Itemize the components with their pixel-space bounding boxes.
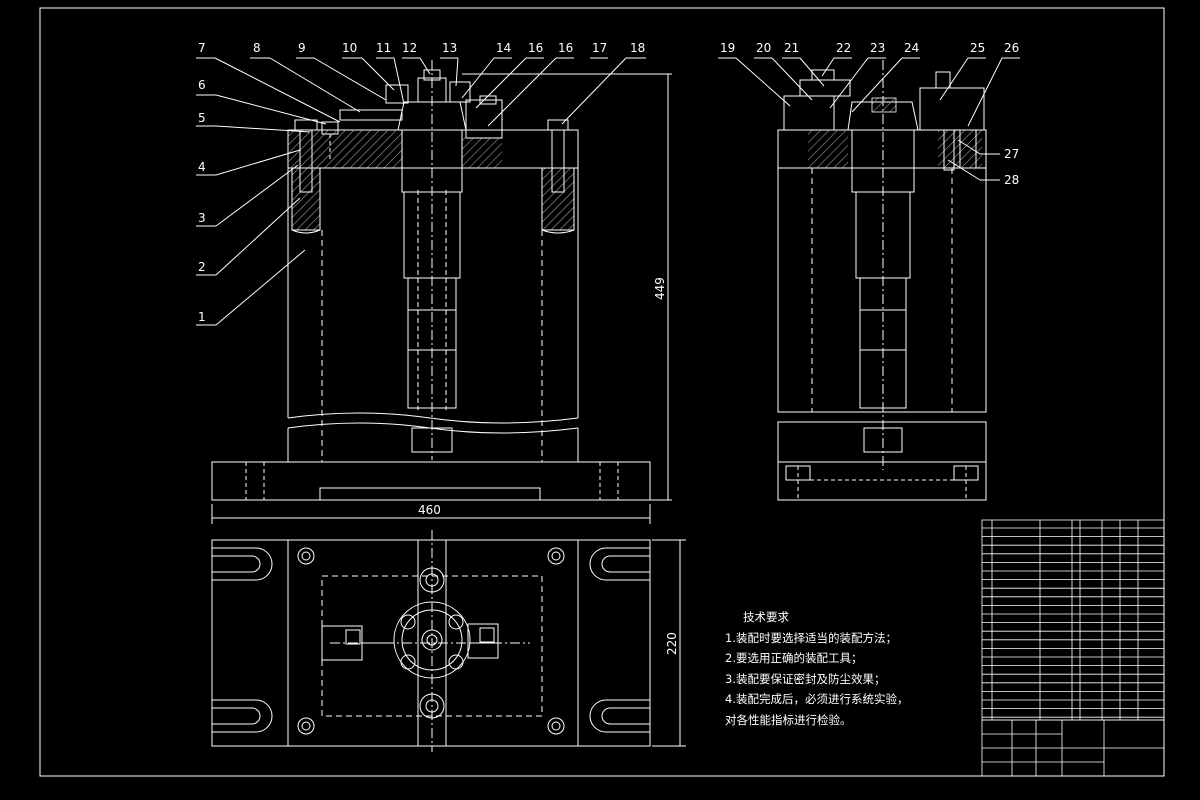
front-leaders xyxy=(196,57,672,524)
part-label: 16 xyxy=(528,41,543,55)
part-label: 3 xyxy=(198,211,206,225)
side-label-texts: 19 20 21 22 23 24 25 26 27 28 xyxy=(720,41,1019,187)
part-label: 10 xyxy=(342,41,357,55)
part-label: 17 xyxy=(592,41,607,55)
part-label: 21 xyxy=(784,41,799,55)
part-label: 11 xyxy=(376,41,391,55)
depth-dimension: 220 xyxy=(665,632,679,655)
side-hatch xyxy=(871,97,897,113)
part-label: 6 xyxy=(198,78,206,92)
parts-list-rows xyxy=(982,527,1164,718)
part-label: 12 xyxy=(402,41,417,55)
part-label: 13 xyxy=(442,41,457,55)
side-leaders xyxy=(718,57,1020,181)
part-label: 18 xyxy=(630,41,645,55)
tech-note-item: 2.要选用正确的装配工具； xyxy=(725,651,863,665)
tech-note-item: 4.装配完成后，必须进行系统实验， xyxy=(725,692,909,706)
side-view xyxy=(777,60,987,501)
technical-requirements: 技术要求 1.装配时要选择适当的装配方法； 2.要选用正确的装配工具； 3.装配… xyxy=(725,607,965,730)
part-label: 4 xyxy=(198,160,206,174)
part-label: 1 xyxy=(198,310,206,324)
part-label: 2 xyxy=(198,260,206,274)
part-label: 9 xyxy=(298,41,306,55)
tech-note-item: 1.装配时要选择适当的装配方法； xyxy=(725,630,897,645)
tech-note-item: 3.装配要保证密封及防尘效果； xyxy=(725,671,886,686)
tech-notes-title: 技术要求 xyxy=(743,610,789,624)
part-label: 22 xyxy=(836,41,851,55)
part-label: 19 xyxy=(720,41,735,55)
part-label: 7 xyxy=(198,41,206,55)
part-label: 16 xyxy=(558,41,573,55)
part-label: 20 xyxy=(756,41,771,55)
tech-note-item: 对各性能指标进行检验。 xyxy=(725,712,852,727)
height-dimension: 449 xyxy=(653,277,667,300)
part-label: 25 xyxy=(970,41,985,55)
part-label: 14 xyxy=(496,41,511,55)
front-label-texts: 7 8 9 10 11 12 13 14 16 16 17 18 6 5 4 3… xyxy=(198,41,667,517)
width-dimension: 460 xyxy=(418,503,441,517)
part-label: 23 xyxy=(870,41,885,55)
part-label: 28 xyxy=(1004,173,1019,187)
sheet-border xyxy=(39,7,1165,777)
front-view xyxy=(211,60,651,501)
part-label: 8 xyxy=(253,41,261,55)
title-block xyxy=(981,519,1165,777)
top-view xyxy=(211,530,686,752)
part-label: 5 xyxy=(198,111,206,125)
part-label: 26 xyxy=(1004,41,1019,55)
part-label: 27 xyxy=(1004,147,1019,161)
part-label: 24 xyxy=(904,41,919,55)
